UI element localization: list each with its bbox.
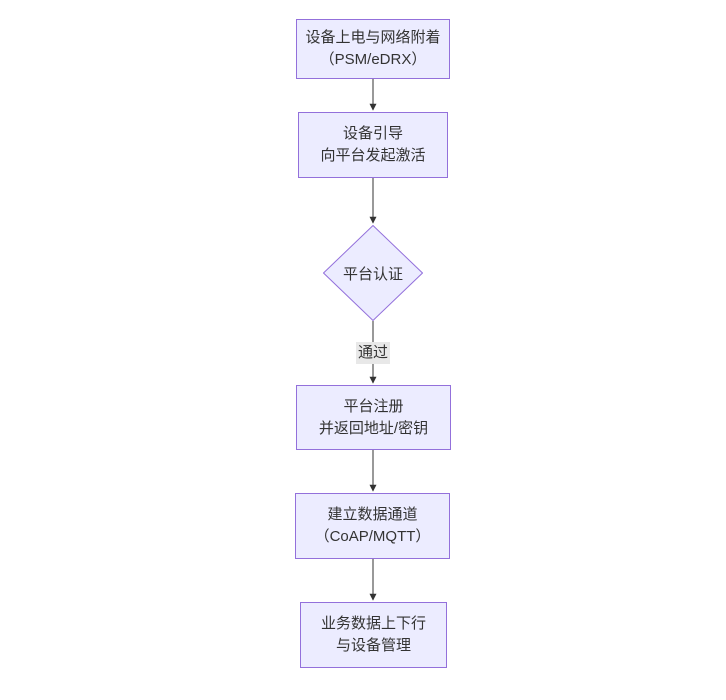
node-line: 业务数据上下行 xyxy=(320,615,426,632)
node-data-channel: 建立数据通道 （CoAP/MQTT） xyxy=(295,493,450,559)
node-line: （PSM/eDRX） xyxy=(319,51,427,68)
node-device-bootstrap: 设备引导 向平台发起激活 xyxy=(298,112,448,178)
node-line: 建立数据通道 xyxy=(327,506,418,523)
node-line: 向平台发起激活 xyxy=(320,147,426,164)
decision-label: 平台认证 xyxy=(342,265,403,283)
edge-label-pass: 通过 xyxy=(355,342,391,364)
node-line: 设备上电与网络附着 xyxy=(305,29,441,46)
node-line: （CoAP/MQTT） xyxy=(314,528,431,545)
node-line: 设备引导 xyxy=(342,125,403,142)
node-power-network-attach: 设备上电与网络附着 （PSM/eDRX） xyxy=(296,19,450,79)
node-line: 并返回地址/密钥 xyxy=(318,419,429,437)
node-business-data: 业务数据上下行 与设备管理 xyxy=(300,602,447,668)
node-platform-register: 平台注册 并返回地址/密钥 xyxy=(296,385,451,450)
diamond-shape xyxy=(323,225,423,321)
node-line: 与设备管理 xyxy=(335,637,411,654)
node-line: 平台注册 xyxy=(343,397,404,415)
decision-platform-auth: 平台认证 xyxy=(323,225,423,321)
